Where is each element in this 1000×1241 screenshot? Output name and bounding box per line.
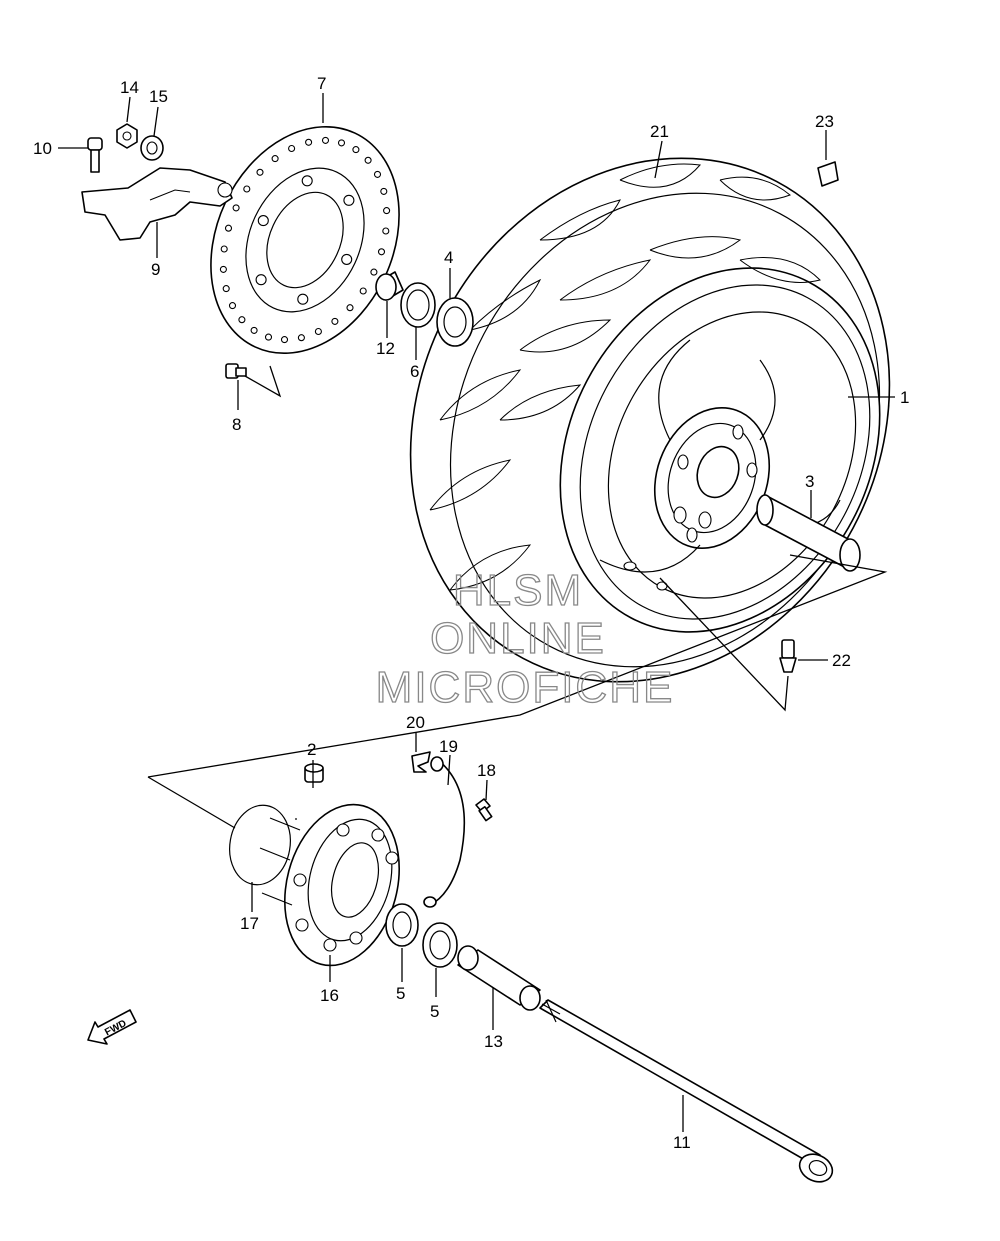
retaining-ring[interactable] (423, 756, 466, 908)
disc-hole (373, 170, 382, 178)
bearing-5a[interactable] (385, 903, 419, 947)
rear-axle[interactable] (539, 999, 837, 1187)
callout-2[interactable]: 2 (307, 740, 316, 759)
disc-hole (352, 146, 360, 154)
leader-lines (58, 93, 895, 1132)
callout-6[interactable]: 6 (410, 362, 419, 381)
callout-4[interactable]: 4 (444, 248, 453, 267)
disc-hole (288, 144, 296, 153)
callout-21[interactable]: 21 (650, 122, 669, 141)
disc-hole (220, 245, 228, 253)
watermark: HLSM ONLINE MICROFICHE (375, 565, 675, 712)
bracket-washer[interactable] (140, 135, 164, 161)
disc-hole (238, 316, 246, 324)
disc-hole (370, 268, 378, 276)
disc-hole (228, 302, 237, 310)
disc-hole (297, 334, 305, 342)
caliper-bracket[interactable] (81, 167, 233, 241)
callout-19[interactable]: 19 (439, 737, 458, 756)
disc-carrier-hole (341, 253, 353, 265)
brake-disc[interactable] (175, 96, 434, 384)
callout-7[interactable]: 7 (317, 74, 326, 93)
balance-weight-clip[interactable] (817, 161, 839, 187)
callout-10[interactable]: 10 (33, 139, 52, 158)
fwd-arrow-icon: FWD (87, 1009, 137, 1045)
disc-hole (232, 204, 240, 212)
disc-hole (222, 285, 230, 293)
disc-hole (359, 287, 367, 295)
bearing-5b[interactable] (422, 922, 458, 968)
callout-labels: 14 15 10 9 7 8 12 6 4 21 23 1 3 22 20 19… (33, 74, 909, 1152)
collar[interactable] (375, 271, 404, 301)
stopper-plate[interactable] (411, 751, 431, 773)
disc-hole (243, 185, 251, 193)
watermark-line-2: ONLINE (430, 614, 606, 663)
axle-spacer[interactable] (756, 494, 861, 572)
bushing[interactable] (304, 763, 324, 783)
callout-8[interactable]: 8 (232, 415, 241, 434)
oil-seal[interactable] (400, 282, 436, 328)
callout-13[interactable]: 13 (484, 1032, 503, 1051)
disc-carrier-hole (255, 274, 267, 286)
disc-hole (305, 138, 313, 146)
stopper-bolt[interactable] (475, 798, 493, 822)
fwd-label: FWD (103, 1018, 128, 1038)
callout-16[interactable]: 16 (320, 986, 339, 1005)
callout-1[interactable]: 1 (900, 388, 909, 407)
disc-hole (314, 327, 322, 336)
callout-23[interactable]: 23 (815, 112, 834, 131)
disc-carrier-hole (301, 175, 313, 187)
disc-hole (321, 136, 330, 144)
disc-hole (280, 336, 289, 344)
disc-hole (264, 333, 273, 341)
watermark-line-1: HLSM (453, 566, 583, 615)
rear-wheel-assembly[interactable] (320, 74, 980, 767)
tire-valve[interactable] (779, 639, 797, 673)
disc-hole (219, 265, 227, 273)
callout-5a[interactable]: 5 (396, 984, 405, 1003)
disc-hole (383, 207, 391, 215)
callout-3[interactable]: 3 (805, 472, 814, 491)
disc-carrier-hole (297, 293, 309, 305)
callout-14[interactable]: 14 (120, 78, 139, 97)
disc-hole (380, 187, 388, 195)
callout-5b[interactable]: 5 (430, 1002, 439, 1021)
rear-hub-flange[interactable] (259, 792, 416, 979)
callout-18[interactable]: 18 (477, 761, 496, 780)
o-ring[interactable] (224, 800, 297, 889)
disc-hole (331, 317, 339, 325)
disc-hole (337, 139, 346, 147)
watermark-line-3: MICROFICHE (376, 663, 675, 712)
callout-9[interactable]: 9 (151, 260, 160, 279)
disc-hole (346, 304, 354, 312)
disc-carrier-hole (343, 194, 355, 206)
callout-15[interactable]: 15 (149, 87, 168, 106)
callout-12[interactable]: 12 (376, 339, 395, 358)
disc-hole (271, 155, 279, 163)
callout-17[interactable]: 17 (240, 914, 259, 933)
callout-20[interactable]: 20 (406, 713, 425, 732)
disc-hole (224, 224, 233, 232)
disc-carrier-hole (257, 215, 269, 227)
disc-hole (250, 326, 258, 334)
bracket-nut[interactable] (116, 123, 138, 149)
disc-hole (364, 156, 372, 164)
bracket-bolt[interactable] (87, 137, 103, 173)
disc-hole (256, 168, 264, 176)
disc-hole (382, 227, 390, 235)
disc-bolt[interactable] (225, 363, 247, 379)
bearing-4[interactable] (436, 297, 474, 347)
callout-11[interactable]: 11 (673, 1133, 691, 1152)
disc-hole (377, 248, 386, 256)
callout-22[interactable]: 22 (832, 651, 851, 670)
hub-spacer[interactable] (457, 945, 541, 1011)
